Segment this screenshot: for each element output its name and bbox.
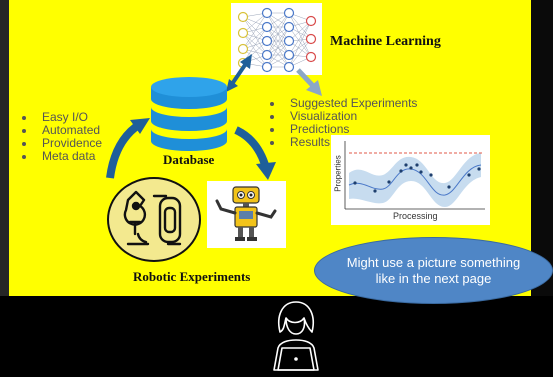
left-edge: [0, 0, 9, 296]
neural-network-icon: [231, 3, 322, 75]
data-point: [399, 169, 403, 173]
db-ml-double-arrow: [226, 54, 252, 92]
person-laptop-icon: [264, 298, 328, 372]
machine-learning-label: Machine Learning: [330, 34, 441, 49]
data-point: [447, 185, 451, 189]
plot-y-label: Properties: [333, 155, 343, 192]
list-item: Automated: [20, 124, 102, 137]
data-point: [415, 163, 419, 167]
db-to-robot-arrow: [234, 126, 276, 180]
database-features-list: Easy I/O Automated Providence Meta data: [20, 111, 102, 163]
list-item: Meta data: [20, 150, 102, 163]
database-label: Database: [163, 152, 215, 167]
robot-to-db-arrow: [106, 118, 150, 179]
lab-equipment-icon: [106, 176, 202, 263]
data-point: [353, 181, 357, 185]
callout-bubble: Might use a picture something like in th…: [314, 237, 553, 304]
ml-outputs-list: Suggested Experiments Visualization Pred…: [268, 97, 417, 149]
data-point: [409, 166, 413, 170]
list-item: Predictions: [268, 123, 417, 136]
data-point: [467, 173, 471, 177]
list-item: Results: [268, 136, 417, 149]
database-icon: [149, 75, 229, 151]
data-point: [373, 189, 377, 193]
robotic-experiments-label: Robotic Experiments: [133, 269, 251, 284]
list-item: Suggested Experiments: [268, 97, 417, 110]
results-plot: Processing Properties: [331, 135, 490, 225]
data-point: [419, 170, 423, 174]
list-item: Easy I/O: [20, 111, 102, 124]
callout-text: Might use a picture something like in th…: [346, 254, 521, 286]
data-point: [477, 167, 481, 171]
data-point: [387, 180, 391, 184]
presenter-area: [0, 296, 553, 376]
list-item: Providence: [20, 137, 102, 150]
ml-results-arrow: [296, 68, 322, 96]
data-point: [429, 173, 433, 177]
list-item: Visualization: [268, 110, 417, 123]
plot-x-label: Processing: [393, 211, 438, 221]
data-point: [404, 163, 408, 167]
robot-icon: [207, 181, 286, 248]
